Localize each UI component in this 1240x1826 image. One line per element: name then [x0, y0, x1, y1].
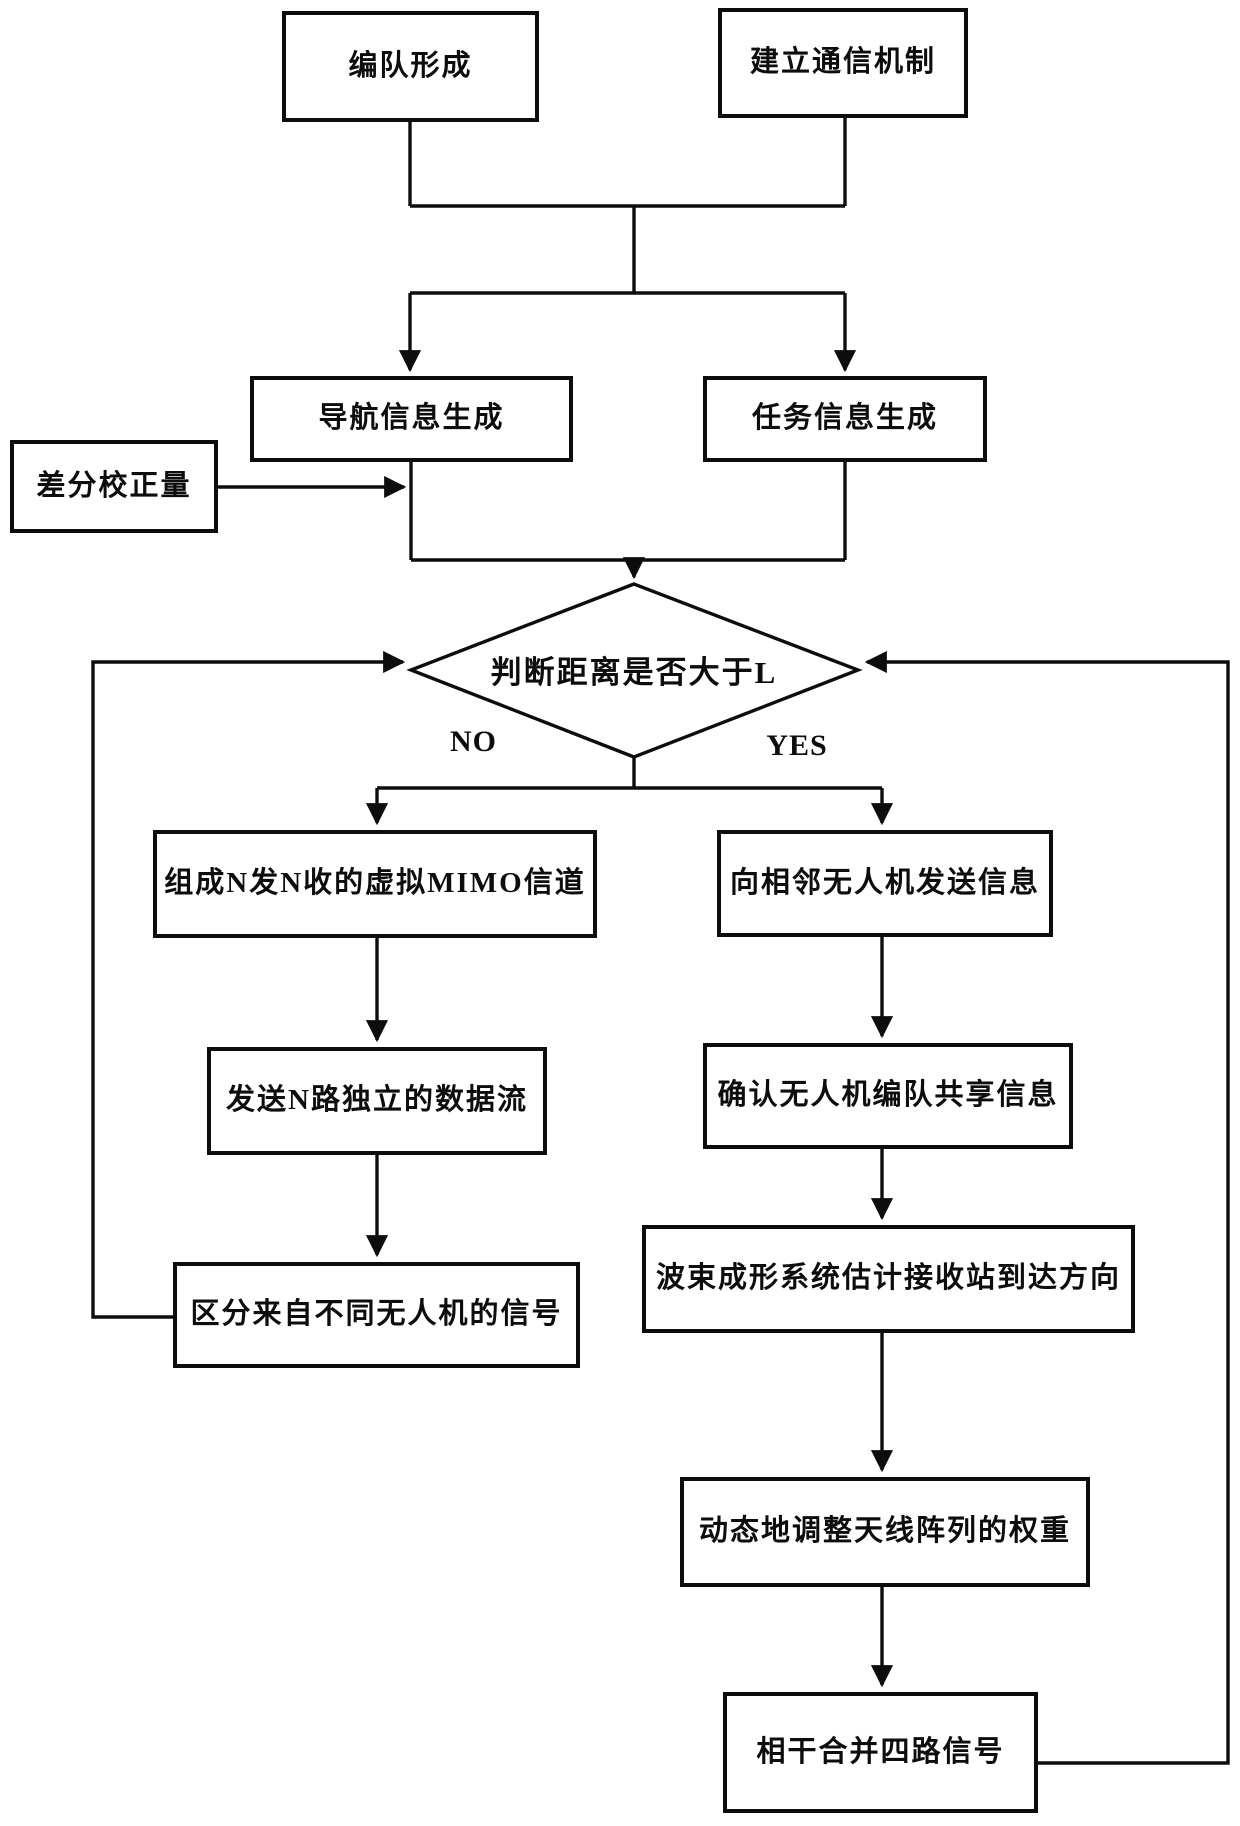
decision-distance-greater-than-L: 判断距离是否大于L	[490, 654, 778, 690]
node-adjust-antenna-array-weights: 动态地调整天线阵列的权重	[680, 1477, 1090, 1587]
node-confirm-formation-shared-info: 确认无人机编队共享信息	[703, 1043, 1073, 1149]
edge-right-feedback-loop	[864, 650, 1230, 1765]
node-formation-forming: 编队形成	[282, 11, 539, 122]
node-differential-correction: 差分校正量	[10, 440, 218, 533]
node-coherent-combine-signals: 相干合并四路信号	[723, 1692, 1038, 1813]
node-beamforming-doa-estimation: 波束成形系统估计接收站到达方向	[642, 1225, 1135, 1333]
node-task-info-generation: 任务信息生成	[703, 376, 987, 462]
node-establish-communication: 建立通信机制	[718, 8, 968, 118]
branch-label-no: NO	[450, 725, 497, 758]
node-virtual-mimo-channel: 组成N发N收的虚拟MIMO信道	[153, 830, 597, 938]
edge-left-feedback-loop	[91, 650, 406, 1319]
node-send-n-data-streams: 发送N路独立的数据流	[207, 1047, 547, 1155]
node-distinguish-uav-signals: 区分来自不同无人机的信号	[173, 1262, 580, 1368]
node-navigation-info-generation: 导航信息生成	[250, 376, 573, 462]
branch-label-yes: YES	[766, 729, 828, 762]
node-send-info-to-neighbor-uav: 向相邻无人机发送信息	[717, 830, 1053, 937]
